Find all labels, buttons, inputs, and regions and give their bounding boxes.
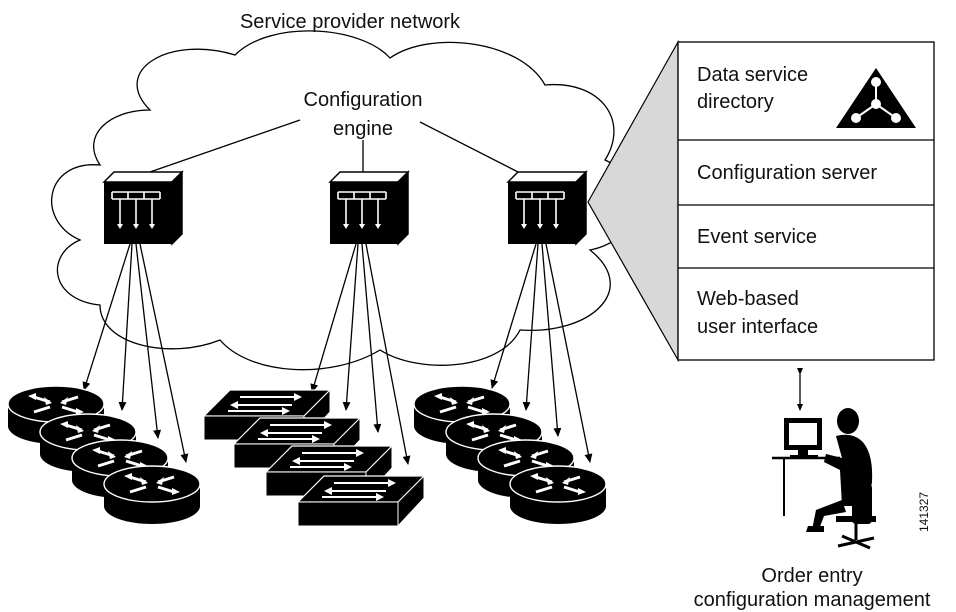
operator-label-line2: configuration management bbox=[694, 589, 931, 611]
operator-label-line1: Order entry bbox=[761, 565, 862, 587]
router bbox=[508, 464, 608, 526]
figure-id: 141327 bbox=[917, 492, 931, 532]
panel-row-event-service: Event service bbox=[697, 226, 817, 248]
switch-group-center bbox=[203, 389, 425, 527]
operator-workstation-icon bbox=[772, 408, 876, 550]
engine-links bbox=[149, 119, 519, 173]
panel-row-data-service-line2: directory bbox=[697, 91, 774, 113]
panel-row-web-ui-line2: user interface bbox=[697, 316, 818, 338]
router-group-right bbox=[412, 384, 608, 526]
right-fanout-arrows bbox=[490, 243, 593, 463]
panel-row-web-ui-line1: Web-based bbox=[697, 288, 799, 310]
config-engine-center bbox=[329, 171, 409, 245]
left-fanout-arrows bbox=[82, 243, 189, 463]
engine-label-line1: Configuration bbox=[304, 89, 423, 111]
engine-label-line2: engine bbox=[333, 118, 393, 140]
router-group-left bbox=[6, 384, 202, 526]
center-fanout-arrows bbox=[310, 243, 411, 465]
panel-row-data-service-line1: Data service bbox=[697, 64, 808, 86]
config-engine-left bbox=[103, 171, 183, 245]
config-engine-right bbox=[507, 171, 587, 245]
callout-wedge bbox=[587, 39, 679, 363]
services-panel: Data service directory Configuration ser… bbox=[677, 41, 935, 361]
triangle-directory-icon bbox=[836, 68, 916, 128]
panel-row-configuration-server: Configuration server bbox=[697, 162, 877, 184]
cloud-label: Service provider network bbox=[240, 11, 461, 33]
router bbox=[102, 464, 202, 526]
switch bbox=[297, 475, 425, 527]
